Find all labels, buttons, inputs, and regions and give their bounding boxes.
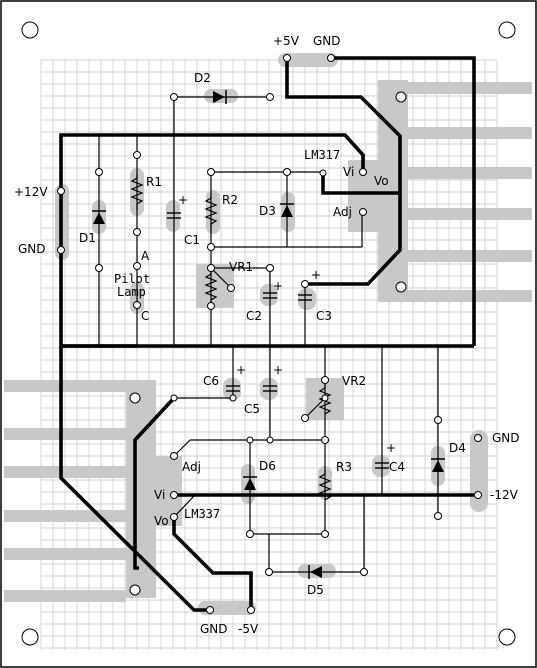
label-r1: R1 bbox=[146, 175, 162, 189]
label-c3: C3 bbox=[316, 309, 332, 323]
polarity-c1: + bbox=[178, 193, 188, 207]
label-lm317-vo: Vo bbox=[374, 174, 389, 188]
label-plus5v: +5V bbox=[273, 34, 300, 48]
label-minus5v: -5V bbox=[238, 622, 259, 636]
label-d4: D4 bbox=[449, 441, 466, 455]
vr1-symbol bbox=[204, 270, 218, 306]
label-vr1: VR1 bbox=[229, 260, 253, 274]
label-gnd-bottom: GND bbox=[200, 622, 228, 636]
label-lm337-adj: Adj bbox=[182, 460, 201, 474]
label-gnd-right: GND bbox=[492, 431, 520, 445]
diode-d1-symbol bbox=[92, 210, 106, 224]
capacitor-c2-symbol bbox=[263, 292, 277, 299]
resistor-r3-symbol bbox=[318, 470, 332, 501]
label-plus12v: +12V bbox=[14, 185, 48, 199]
label-c1: C1 bbox=[184, 233, 200, 247]
label-c2: C2 bbox=[246, 309, 262, 323]
label-lm317-adj: Adj bbox=[333, 205, 352, 219]
vr2-symbol bbox=[318, 384, 332, 415]
label-d3: D3 bbox=[259, 204, 276, 218]
polarity-c3: + bbox=[311, 268, 321, 282]
polarity-c5: + bbox=[273, 363, 283, 377]
label-lamp-cathode: C bbox=[141, 309, 149, 323]
polarity-c4: + bbox=[386, 441, 396, 455]
resistor-r1-symbol bbox=[130, 174, 144, 210]
thick-traces bbox=[59, 56, 476, 612]
label-c6: C6 bbox=[203, 374, 219, 388]
diode-d2-symbol bbox=[213, 90, 227, 104]
mounting-holes bbox=[21, 21, 516, 646]
label-lamp: Lamp bbox=[117, 285, 146, 299]
diode-d4-symbol bbox=[431, 458, 445, 472]
polarity-c2: + bbox=[273, 279, 283, 293]
diode-d6-symbol bbox=[243, 476, 257, 490]
label-minus12v: -12V bbox=[490, 488, 519, 502]
diode-d5-symbol bbox=[308, 565, 322, 579]
resistor-r2-symbol bbox=[204, 195, 218, 230]
capacitor-c3-symbol bbox=[298, 294, 312, 301]
label-lm337-vo: Vo bbox=[154, 514, 169, 528]
label-lm337-vi: Vi bbox=[154, 488, 165, 502]
label-vr2: VR2 bbox=[342, 374, 366, 388]
label-d2: D2 bbox=[194, 71, 211, 85]
label-r2: R2 bbox=[222, 193, 238, 207]
lm337-heatsink bbox=[4, 380, 182, 602]
polarity-c6: + bbox=[236, 363, 246, 377]
diode-d3-symbol bbox=[280, 203, 294, 217]
solder-nodes bbox=[57, 54, 482, 614]
capacitor-c6-symbol bbox=[226, 385, 240, 392]
label-lamp-anode: A bbox=[141, 249, 150, 263]
label-pilot: Pilot bbox=[114, 272, 150, 286]
capacitor-c5-symbol bbox=[263, 385, 277, 392]
label-r3: R3 bbox=[336, 460, 352, 474]
label-c5: C5 bbox=[244, 402, 260, 416]
capacitor-c1-symbol bbox=[167, 212, 181, 219]
label-lm337: LM337 bbox=[184, 507, 220, 521]
label-d6: D6 bbox=[259, 459, 276, 473]
label-lm317-vi: Vi bbox=[343, 165, 354, 179]
label-lm317: LM317 bbox=[304, 148, 340, 162]
capacitor-c4-symbol bbox=[375, 462, 389, 469]
label-d1: D1 bbox=[79, 231, 96, 245]
label-c4: C4 bbox=[389, 460, 405, 474]
label-gnd-left: GND bbox=[18, 242, 46, 256]
label-d5: D5 bbox=[307, 583, 324, 597]
label-gnd-top: GND bbox=[313, 34, 341, 48]
